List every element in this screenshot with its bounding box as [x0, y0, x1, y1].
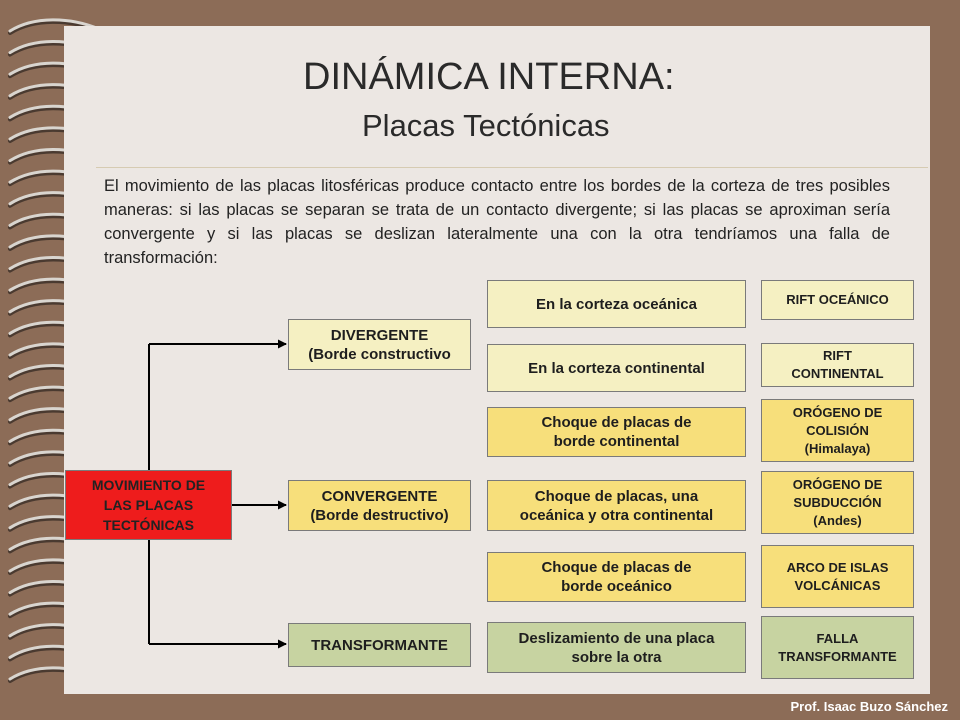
root-node: MOVIMIENTO DE LAS PLACAS TECTÓNICAS	[65, 470, 232, 540]
result-rift-oceanico: RIFT OCEÁNICO	[761, 280, 914, 320]
result-arco-islas: ARCO DE ISLAS VOLCÁNICAS	[761, 545, 914, 608]
result-orogeno-subduccion: ORÓGENO DE SUBDUCCIÓN (Andes)	[761, 471, 914, 534]
title-divider	[96, 167, 928, 168]
setting-deslizamiento: Deslizamiento de una placa sobre la otra	[487, 622, 746, 673]
result-falla-transformante: FALLA TRANSFORMANTE	[761, 616, 914, 679]
type-convergente: CONVERGENTE (Borde destructivo)	[288, 480, 471, 531]
page-subtitle: Placas Tectónicas	[362, 108, 610, 143]
setting-corteza-continental: En la corteza continental	[487, 344, 746, 392]
type-transformante: TRANSFORMANTE	[288, 623, 471, 667]
setting-choque-oceanica-continental: Choque de placas, una oceánica y otra co…	[487, 480, 746, 531]
page-title: DINÁMICA INTERNA:	[303, 56, 675, 98]
intro-paragraph: El movimiento de las placas litosféricas…	[104, 177, 890, 267]
setting-corteza-oceanica: En la corteza oceánica	[487, 280, 746, 328]
type-divergente: DIVERGENTE (Borde constructivo	[288, 319, 471, 370]
setting-choque-oceanico: Choque de placas de borde oceánico	[487, 552, 746, 602]
result-rift-continental: RIFT CONTINENTAL	[761, 343, 914, 387]
author-credit: Prof. Isaac Buzo Sánchez	[790, 699, 949, 714]
result-orogeno-colision: ORÓGENO DE COLISIÓN (Himalaya)	[761, 399, 914, 462]
setting-choque-continental: Choque de placas de borde continental	[487, 407, 746, 457]
spiral-ring	[8, 18, 101, 33]
